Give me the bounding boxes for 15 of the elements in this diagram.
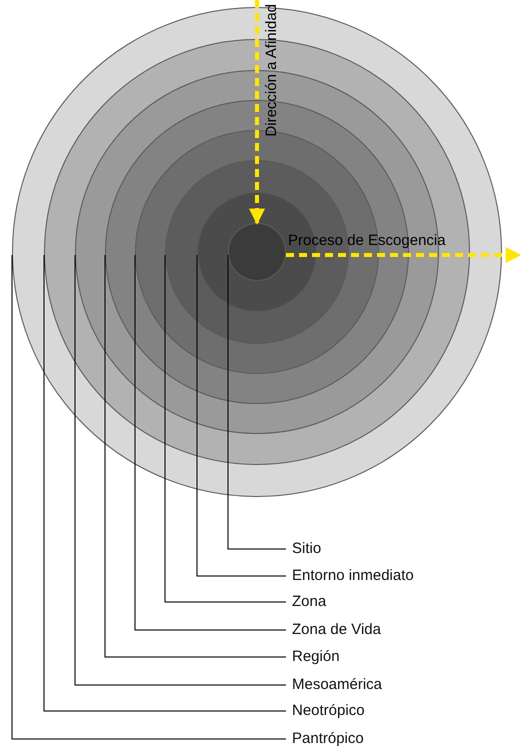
- level-label: Entorno inmediato: [286, 567, 414, 585]
- level-label: Zona de Vida: [286, 621, 381, 639]
- leader-line: [196, 254, 286, 576]
- arrow-label: Dirección a Afinidad: [263, 4, 281, 137]
- level-label: Región: [286, 648, 340, 666]
- level-label: Zona: [286, 593, 326, 611]
- dashed-arrow: [286, 247, 520, 263]
- level-label: Mesoamérica: [286, 676, 382, 694]
- leader-line: [164, 254, 286, 602]
- leader-line: [228, 254, 286, 550]
- arrow-label: Proceso de Escogencia: [288, 232, 446, 250]
- level-label: Neotrópico: [286, 702, 365, 720]
- level-label: Sitio: [286, 540, 322, 558]
- dashed-arrow: [249, 0, 265, 225]
- level-label: Pantrópico: [286, 730, 364, 746]
